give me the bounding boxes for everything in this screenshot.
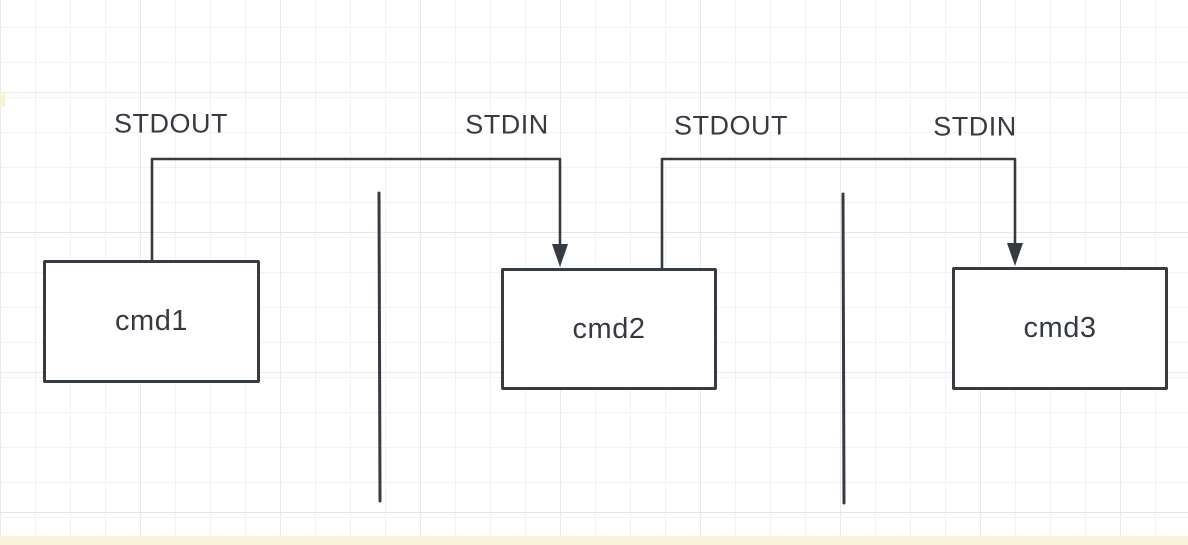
- edge-cmd1-cmd2[interactable]: [150, 157, 562, 260]
- arrowhead-into-cmd3-icon: [1007, 243, 1023, 266]
- pipe-divider-1[interactable]: [377, 191, 382, 503]
- edge-cmd2-cmd3[interactable]: [660, 157, 1017, 268]
- node-cmd2[interactable]: cmd2: [501, 268, 717, 390]
- edge-label-stdout-1[interactable]: STDOUT: [114, 108, 228, 139]
- edge-label-stdin-1[interactable]: STDIN: [465, 109, 549, 140]
- pipe-divider-2[interactable]: [841, 192, 846, 505]
- canvas-left-edge-highlight: [0, 92, 5, 107]
- node-cmd1[interactable]: cmd1: [43, 260, 260, 383]
- edge-label-stdout-2[interactable]: STDOUT: [674, 110, 788, 141]
- node-cmd2-label: cmd2: [572, 312, 646, 345]
- arrowhead-into-cmd2-icon: [552, 244, 568, 267]
- edge-label-stdin-2[interactable]: STDIN: [933, 111, 1017, 142]
- node-cmd3[interactable]: cmd3: [952, 267, 1168, 390]
- canvas-bottom-edge-highlight: [0, 536, 1188, 545]
- node-cmd3-label: cmd3: [1023, 312, 1097, 344]
- node-cmd1-label: cmd1: [115, 305, 188, 337]
